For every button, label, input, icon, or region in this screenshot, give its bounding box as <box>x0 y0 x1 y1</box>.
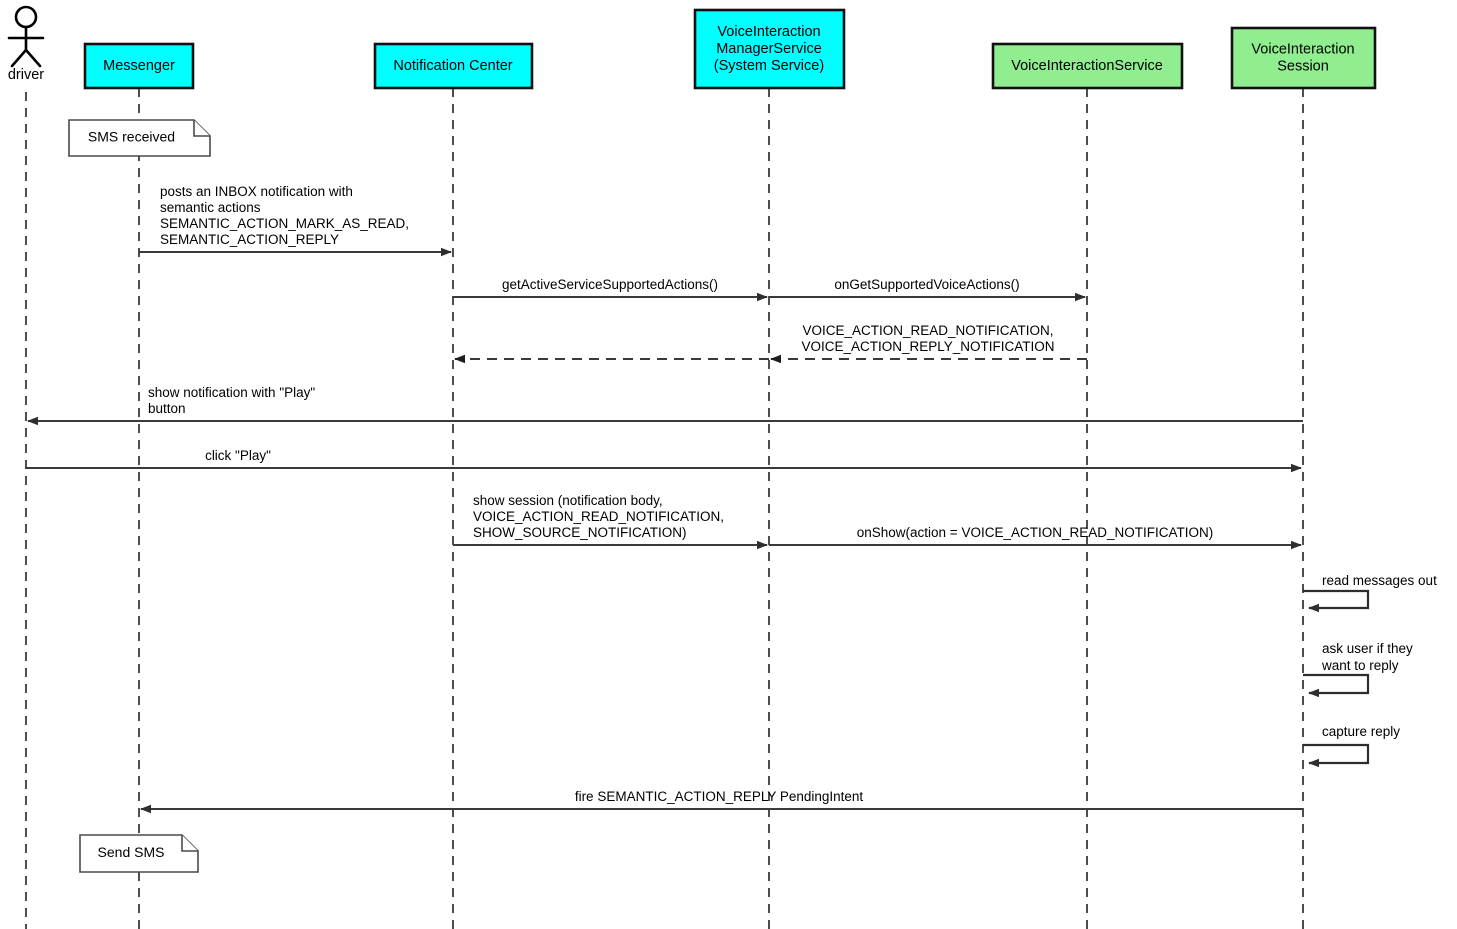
messages-layer: posts an INBOX notification withsemantic… <box>26 184 1303 814</box>
actor-driver[interactable]: driver <box>7 5 45 83</box>
participant-label-voice-interaction-manager-service: (System Service) <box>714 58 824 74</box>
self-message-self-capture-reply[interactable]: capture reply <box>1303 724 1400 768</box>
message-msg-fire-semantic-action-reply-pending-intent[interactable]: fire SEMANTIC_ACTION_REPLY PendingIntent <box>140 789 1303 814</box>
note-label-note-sms-received: SMS received <box>88 129 175 145</box>
message-msg-get-active-service-supported-actions[interactable]: getActiveServiceSupportedActions() <box>453 277 768 302</box>
participant-box-voice-interaction-manager-service[interactable] <box>693 8 846 90</box>
message-label-msg-return-supported-voice-actions: VOICE_ACTION_READ_NOTIFICATION, <box>802 323 1053 338</box>
self-message-label-self-ask-user-if-they-want-to-reply: want to reply <box>1321 658 1399 673</box>
message-msg-on-show[interactable]: onShow(action = VOICE_ACTION_READ_NOTIFI… <box>769 525 1302 550</box>
participant-box-voice-interaction-session[interactable] <box>1230 26 1377 90</box>
participants-layer: Messenger Notification Center VoiceInterac… <box>83 8 1377 90</box>
message-label-msg-post-inbox-notification: semantic actions <box>160 200 261 215</box>
note-sms-received[interactable]: SMS received <box>68 119 211 157</box>
participant-label-voice-interaction-manager-service: ManagerService <box>716 41 822 57</box>
message-label-msg-on-show: onShow(action = VOICE_ACTION_READ_NOTIFI… <box>857 525 1213 540</box>
message-label-msg-get-active-service-supported-actions: getActiveServiceSupportedActions() <box>502 277 718 292</box>
message-label-msg-fire-semantic-action-reply-pending-intent: fire SEMANTIC_ACTION_REPLY PendingIntent <box>575 789 864 804</box>
message-label-msg-post-inbox-notification: posts an INBOX notification with <box>160 184 353 199</box>
participant-voice-interaction-service[interactable]: VoiceInteractionService <box>991 42 1184 90</box>
participant-label-voice-interaction-session: VoiceInteraction <box>1251 41 1354 57</box>
message-label-msg-return-supported-voice-actions: VOICE_ACTION_REPLY_NOTIFICATION <box>801 339 1054 354</box>
note-shape-note-send-sms <box>79 834 199 873</box>
message-label-msg-post-inbox-notification: SEMANTIC_ACTION_MARK_AS_READ, <box>160 216 409 231</box>
self-messages-layer: read messages out ask user if they want to… <box>1303 573 1437 768</box>
participant-label-voice-interaction-manager-service: VoiceInteraction <box>717 24 820 40</box>
self-message-arrow-self-ask-user-if-they-want-to-reply <box>1303 673 1370 698</box>
lifelines-layer <box>25 88 1304 929</box>
note-shape-note-sms-received <box>68 119 211 157</box>
participant-box-voice-interaction-service[interactable] <box>991 42 1184 90</box>
self-message-label-self-ask-user-if-they-want-to-reply: ask user if they <box>1322 641 1413 656</box>
message-msg-post-inbox-notification[interactable]: posts an INBOX notification withsemantic… <box>139 184 452 257</box>
self-message-label-self-capture-reply: capture reply <box>1322 724 1400 739</box>
note-fold-note-sms-received <box>193 120 210 137</box>
note-fold-note-send-sms <box>181 835 198 852</box>
message-label-msg-show-notification-with-play-button: show notification with "Play" <box>148 385 315 400</box>
message-label-msg-post-inbox-notification: SEMANTIC_ACTION_REPLY <box>160 232 339 247</box>
message-msg-return-supported-voice-actions[interactable]: VOICE_ACTION_READ_NOTIFICATION,VOICE_ACT… <box>770 323 1087 364</box>
actor-label-driver: driver <box>8 67 44 83</box>
participant-messenger[interactable]: Messenger <box>83 42 195 90</box>
participant-box-notification-center[interactable] <box>373 42 534 90</box>
actor-leg-right <box>24 48 42 68</box>
message-msg-show-notification-with-play-button[interactable]: show notification with "Play"button <box>27 385 1303 426</box>
participant-notification-center[interactable]: Notification Center <box>373 42 534 90</box>
participant-label-messenger: Messenger <box>103 58 175 74</box>
message-label-msg-click-play: click "Play" <box>205 448 271 463</box>
participant-label-notification-center: Notification Center <box>393 58 512 74</box>
self-message-arrow-self-capture-reply <box>1303 743 1370 768</box>
self-message-self-read-messages-out[interactable]: read messages out <box>1303 573 1437 613</box>
message-msg-on-get-supported-voice-actions[interactable]: onGetSupportedVoiceActions() <box>769 277 1086 302</box>
actor-head-icon <box>14 5 38 29</box>
message-label-msg-show-session: VOICE_ACTION_READ_NOTIFICATION, <box>473 509 724 524</box>
participant-label-voice-interaction-service: VoiceInteractionService <box>1011 58 1163 74</box>
note-send-sms[interactable]: Send SMS <box>79 834 199 873</box>
self-message-arrow-self-read-messages-out <box>1303 589 1370 613</box>
message-msg-show-session[interactable]: show session (notification body,VOICE_AC… <box>453 493 768 550</box>
actors-layer: driver <box>7 5 45 83</box>
actor-leg-left <box>10 48 28 68</box>
participant-box-messenger[interactable] <box>83 42 195 90</box>
message-label-msg-show-session: show session (notification body, <box>473 493 663 508</box>
note-label-note-send-sms: Send SMS <box>98 844 165 860</box>
self-message-self-ask-user-if-they-want-to-reply[interactable]: ask user if they want to reply <box>1303 641 1413 698</box>
self-message-label-self-read-messages-out: read messages out <box>1322 573 1437 588</box>
message-label-msg-show-session: SHOW_SOURCE_NOTIFICATION) <box>473 525 687 540</box>
participant-label-voice-interaction-session: Session <box>1277 58 1329 74</box>
message-label-msg-on-get-supported-voice-actions: onGetSupportedVoiceActions() <box>834 277 1019 292</box>
message-msg-click-play[interactable]: click "Play" <box>26 448 1302 473</box>
message-label-msg-show-notification-with-play-button: button <box>148 401 186 416</box>
